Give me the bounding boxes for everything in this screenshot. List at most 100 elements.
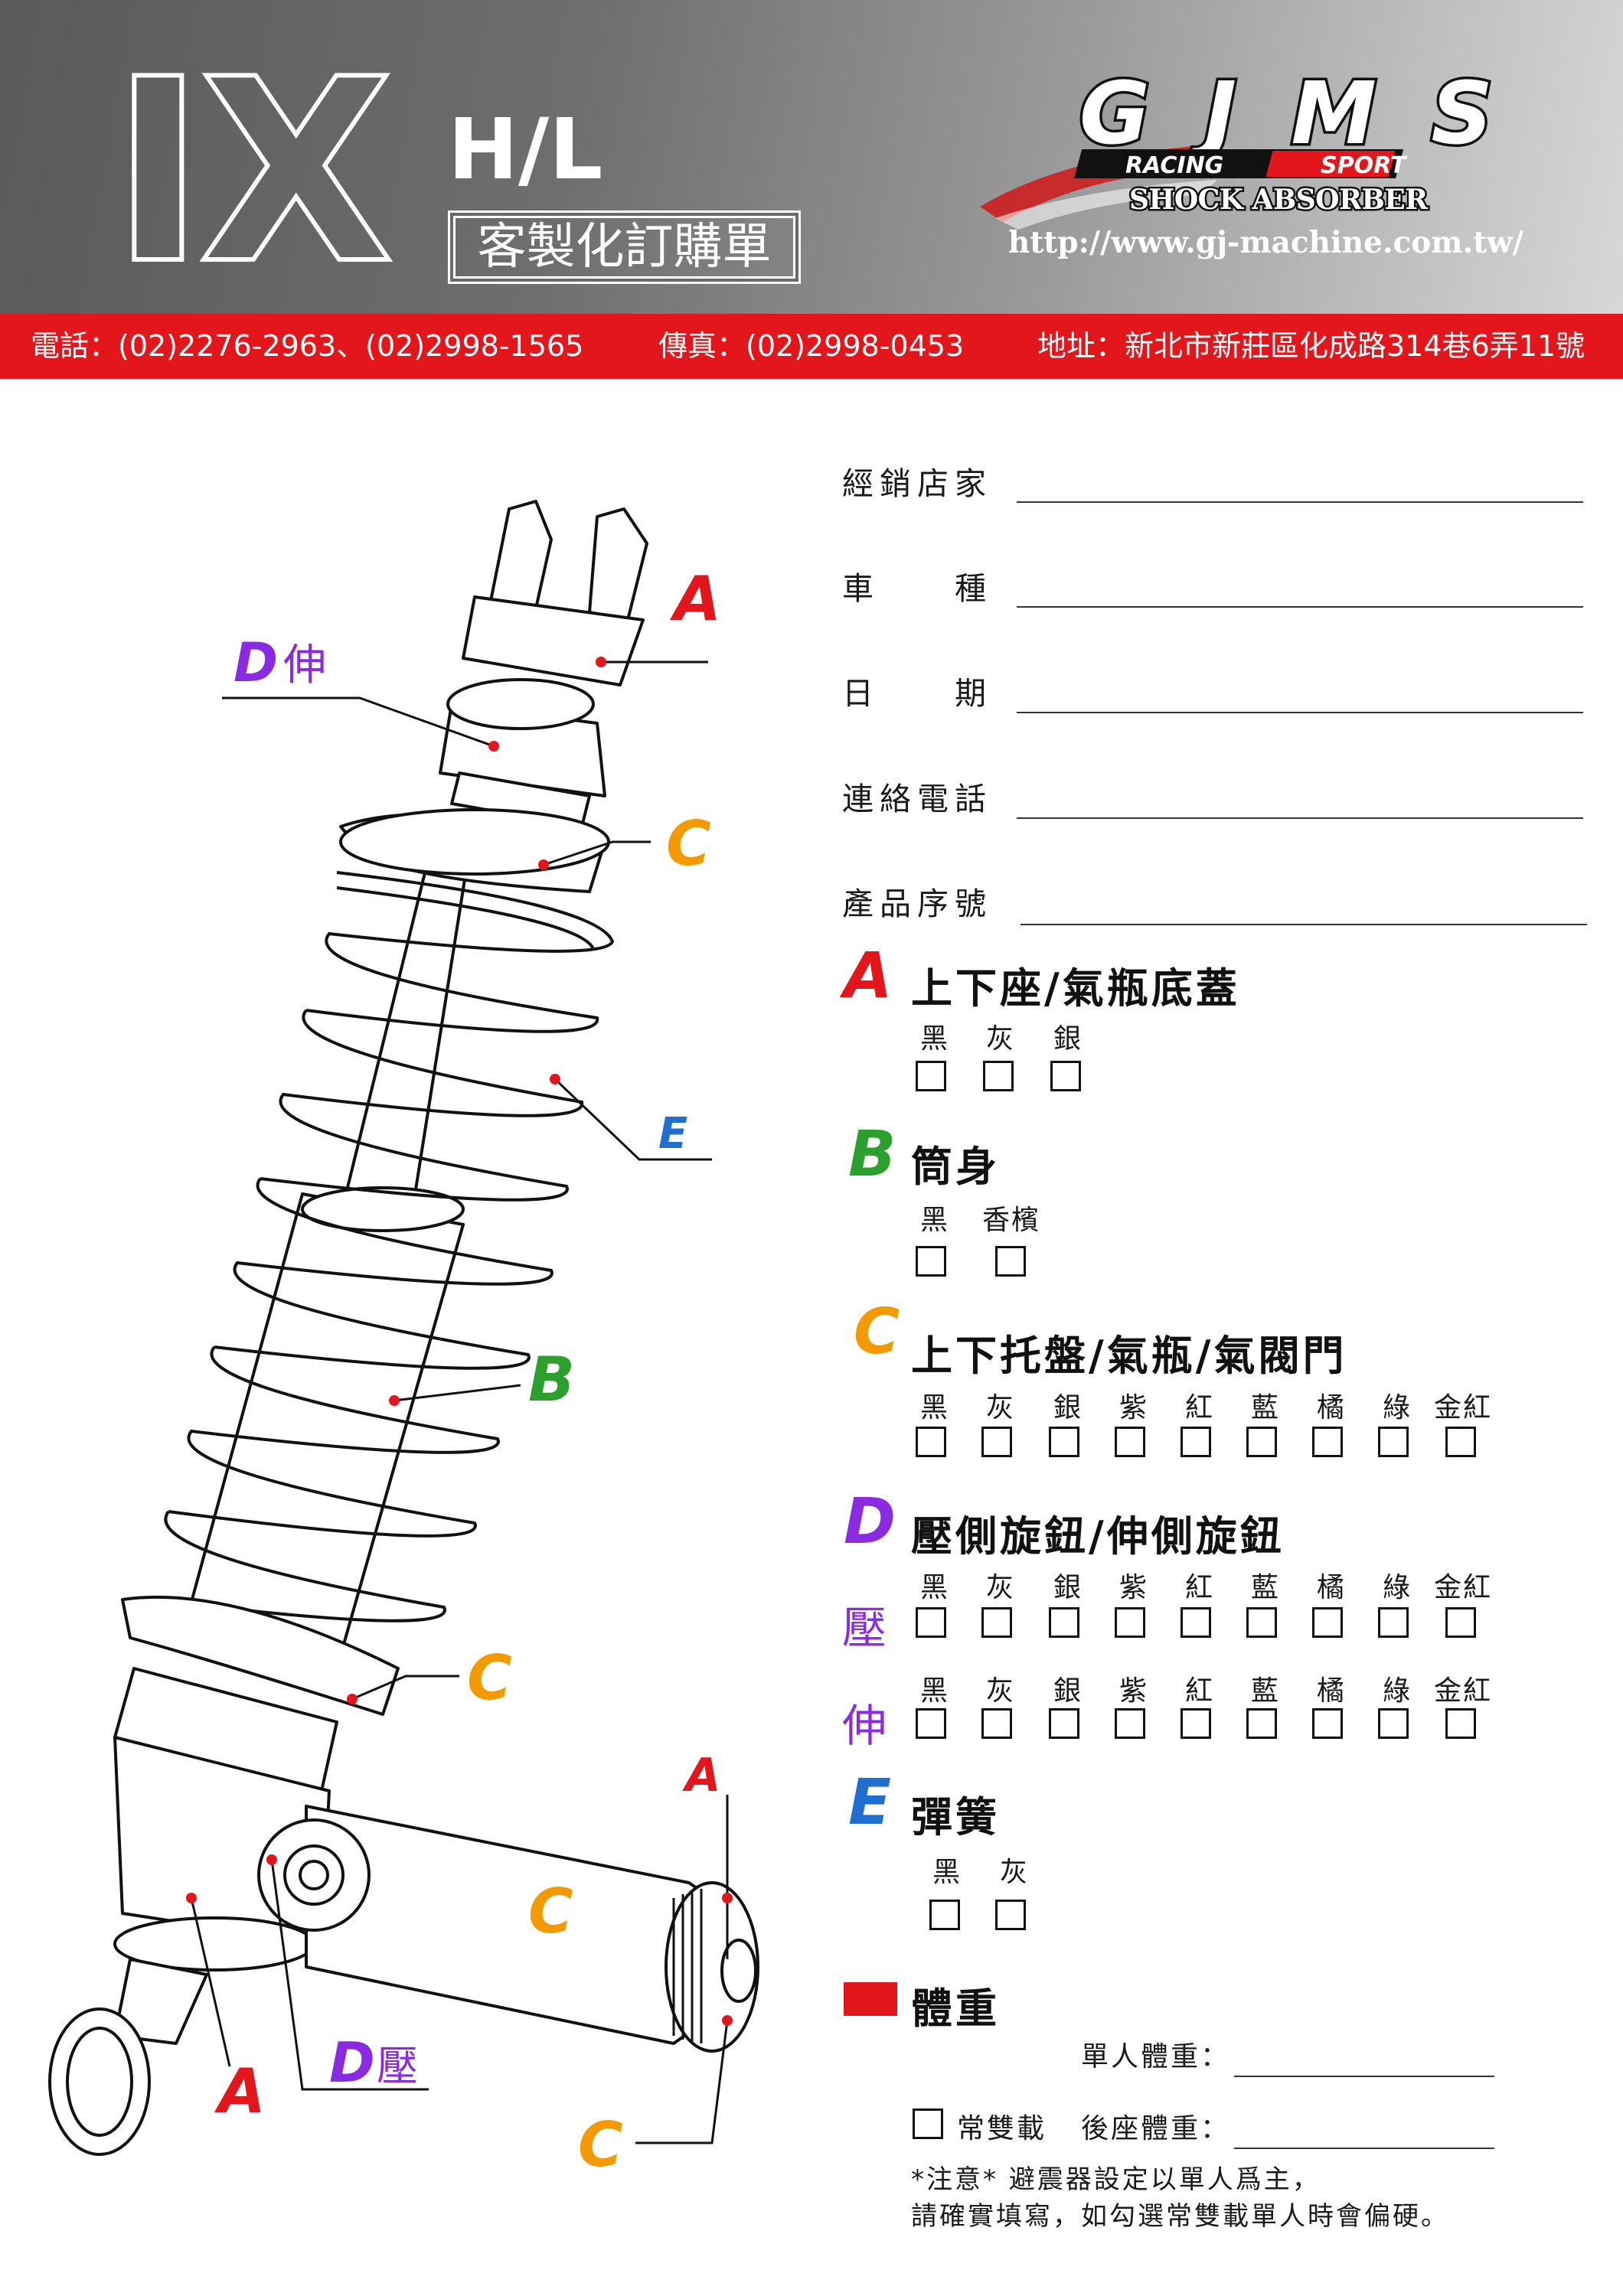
section-d-letter: D [844,1486,896,1558]
contact-bar: 電話：(02)2276-2963、(02)2998-1565 傳真：(02)29… [0,314,1623,379]
label-d-ext-word: 伸 [283,641,326,690]
section-c-letter: C [854,1296,900,1368]
checkbox-d-comp-black[interactable] [916,1607,946,1638]
section-b-letter: B [848,1118,896,1191]
option-label: 灰 [999,1857,1029,1888]
option-label: 紫 [1118,1572,1148,1603]
option-label: 藍 [1250,1572,1280,1603]
checkbox-e-black[interactable] [929,1900,960,1930]
option-label: 黑 [919,1392,949,1424]
checkbox-d-comp-gray[interactable] [981,1607,1012,1638]
option-label: 綠 [1382,1572,1412,1603]
checkbox-d-ext-silver[interactable] [1049,1708,1079,1739]
checkbox-d-ext-orange[interactable] [1312,1708,1343,1739]
compression-row-label: 壓 [842,1602,887,1654]
option-label: 藍 [1250,1392,1280,1424]
checkbox-e-gray[interactable] [995,1900,1026,1930]
date-field[interactable] [1017,712,1583,713]
checkbox-d-ext-black[interactable] [916,1708,946,1739]
checkbox-d-comp-goldred[interactable] [1445,1607,1476,1638]
label-a-small: A [682,1749,720,1802]
checkbox-b-champagne[interactable] [995,1246,1026,1277]
checkbox-d-ext-gray[interactable] [981,1708,1012,1739]
leader-lines [190,660,729,2144]
section-a-title: 上下座/氣瓶底蓋 [911,964,1240,1013]
label-e: E [658,1109,687,1159]
option-label: 紅 [1184,1675,1214,1707]
option-label: 黑 [919,1572,949,1603]
checkbox-d-comp-green[interactable] [1378,1607,1409,1638]
label-c-mid: C [467,1642,512,1714]
checkbox-d-ext-purple[interactable] [1115,1708,1145,1739]
section-d-title: 壓側旋鈕/伸側旋鈕 [911,1512,1285,1561]
checkbox-d-ext-goldred[interactable] [1445,1708,1476,1739]
option-label: 灰 [985,1675,1015,1707]
checkbox-c-gray[interactable] [981,1427,1012,1457]
serial-label: 產品序號 [842,885,992,922]
checkbox-d-comp-silver[interactable] [1049,1607,1079,1638]
option-label: 銀 [1053,1675,1083,1707]
checkbox-c-green[interactable] [1378,1427,1409,1457]
option-label: 綠 [1382,1675,1412,1707]
checkbox-d-comp-orange[interactable] [1312,1607,1343,1638]
label-b: B [528,1344,575,1415]
note-line-2: 請確實填寫，如勾選常雙載單人時會偏硬。 [911,2201,1449,2232]
spring-coils [152,871,615,1623]
checkbox-c-black[interactable] [916,1427,946,1457]
checkbox-c-red[interactable] [1181,1427,1211,1457]
shock-absorber-drawing: A D 伸 C E B C A C D 壓 A C [48,500,759,2180]
checkbox-c-purple[interactable] [1115,1427,1145,1457]
checkbox-d-ext-red[interactable] [1181,1708,1211,1739]
option-label: 灰 [985,1392,1015,1424]
checkbox-double-ride[interactable] [913,2108,943,2139]
label-c-top: C [666,808,711,879]
checkbox-d-comp-red[interactable] [1181,1607,1211,1638]
checkbox-d-ext-blue[interactable] [1246,1708,1277,1739]
option-label: 黑 [919,1205,949,1236]
note-line-1: *注意* 避震器設定以單人爲主， [911,2164,1321,2195]
option-label: 黑 [932,1857,962,1888]
option-label: 紅 [1184,1572,1214,1603]
date-label: 日 期 [842,675,992,712]
section-e-letter: E [848,1766,892,1839]
option-label: 黑 [919,1023,949,1055]
section-c-title: 上下托盤/氣瓶/氣閥門 [911,1332,1347,1380]
checkbox-a-gray[interactable] [983,1061,1014,1091]
label-d-comp: D [329,2030,375,2095]
serial-field[interactable] [1020,924,1587,925]
option-label: 紫 [1118,1675,1148,1707]
checkbox-d-comp-purple[interactable] [1115,1607,1145,1638]
checkbox-b-black[interactable] [916,1246,946,1277]
checkbox-d-comp-blue[interactable] [1246,1607,1277,1638]
checkbox-a-silver[interactable] [1050,1061,1081,1091]
section-a-letter: A [844,940,893,1013]
logo-racing-text: RACING [1125,152,1223,179]
option-label: 金紅 [1433,1392,1492,1424]
dealer-field[interactable] [1017,501,1583,503]
model-field[interactable] [1017,606,1583,608]
dealer-label: 經銷店家 [842,465,992,502]
gjms-logo: GJMS RACING SPORT SHOCK ABSORBER [980,73,1496,230]
section-e-title: 彈簧 [911,1793,1000,1841]
model-label: 車 種 [842,570,992,607]
logo-sport-text: SPORT [1321,152,1408,179]
label-c-bottom: C [578,2109,623,2180]
phone-field[interactable] [1017,817,1583,819]
single-weight-field[interactable] [1234,2076,1494,2077]
checkbox-d-ext-green[interactable] [1378,1708,1409,1739]
double-ride-label: 常雙載 [957,2113,1047,2144]
option-label: 藍 [1250,1675,1280,1707]
checkbox-a-black[interactable] [916,1061,946,1091]
checkbox-c-orange[interactable] [1312,1427,1343,1457]
label-d-comp-word: 壓 [377,2042,418,2090]
label-c-body: C [528,1876,573,1947]
website-url[interactable]: http://www.gj-machine.com.tw/ [1007,225,1523,260]
checkbox-c-goldred[interactable] [1445,1427,1476,1457]
fax-number: 傳真：(02)2998-0453 [658,329,965,363]
passenger-weight-field[interactable] [1234,2148,1494,2149]
extension-row-label: 伸 [842,1700,887,1752]
checkbox-c-blue[interactable] [1246,1427,1277,1457]
checkbox-c-silver[interactable] [1049,1427,1079,1457]
option-label: 金紅 [1433,1572,1492,1603]
section-b-title: 筒身 [911,1143,1000,1191]
